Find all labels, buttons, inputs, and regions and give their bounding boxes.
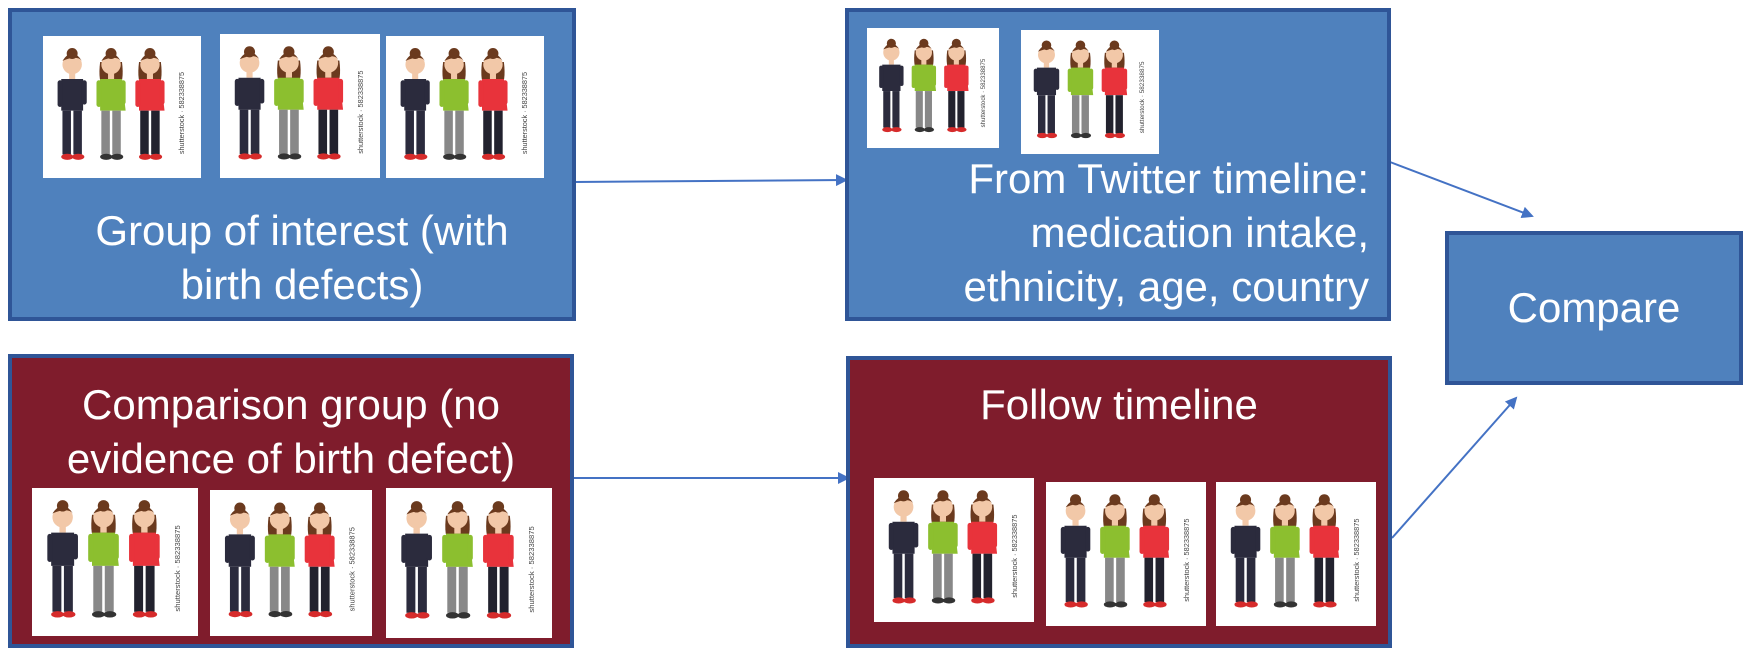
group-of-interest-label: Group of interest (with birth defects)	[95, 207, 509, 308]
twitter-timeline-box: shutterstock · 582338875	[845, 8, 1391, 321]
stock-image: shutterstock · 582338875	[210, 490, 372, 636]
stock-image: shutterstock · 582338875	[386, 488, 552, 638]
svg-text:shutterstock · 582338875: shutterstock · 582338875	[1182, 519, 1191, 602]
stock-image: shutterstock · 582338875	[32, 488, 198, 636]
group-of-interest-box: shutterstock · 582338875	[8, 8, 576, 321]
stock-image: shutterstock · 582338875	[43, 36, 201, 178]
svg-text:shutterstock · 582338875: shutterstock · 582338875	[1139, 61, 1146, 133]
svg-text:shutterstock · 582338875: shutterstock · 582338875	[980, 58, 987, 127]
arrow-twitter-to-compare	[1389, 161, 1534, 219]
twitter-timeline-label-line-1: From Twitter timeline:	[968, 155, 1369, 202]
stock-image: shutterstock · 582338875	[874, 478, 1034, 622]
twitter-timeline-label-line-2: medication intake,	[1030, 209, 1369, 256]
svg-text:shutterstock · 582338875: shutterstock · 582338875	[173, 525, 182, 611]
compare-box: Compare	[1445, 231, 1743, 385]
svg-text:shutterstock · 582338875: shutterstock · 582338875	[1010, 515, 1019, 598]
svg-text:shutterstock · 582338875: shutterstock · 582338875	[520, 72, 529, 154]
stock-image: shutterstock · 582338875	[1216, 482, 1376, 626]
twitter-timeline-label-line-3: ethnicity, age, country	[963, 263, 1369, 310]
comparison-group-box: Comparison group (no evidence of birth d…	[8, 354, 574, 648]
svg-text:shutterstock · 582338875: shutterstock · 582338875	[527, 526, 536, 612]
svg-text:shutterstock · 582338875: shutterstock · 582338875	[1352, 519, 1361, 602]
stock-image: shutterstock · 582338875	[1021, 30, 1159, 154]
arrow-follow-to-compare	[1391, 396, 1518, 539]
svg-text:shutterstock · 582338875: shutterstock · 582338875	[177, 72, 186, 154]
stock-image: shutterstock · 582338875	[867, 28, 999, 148]
comparison-group-label-line-1: Comparison group (no	[82, 381, 500, 428]
stock-image: shutterstock · 582338875	[1046, 482, 1206, 626]
comparison-group-label-line-2: evidence of birth defect)	[66, 435, 516, 482]
svg-text:shutterstock · 582338875: shutterstock · 582338875	[348, 527, 357, 611]
svg-text:shutterstock · 582338875: shutterstock · 582338875	[356, 71, 365, 154]
stock-image: shutterstock · 582338875	[386, 36, 544, 178]
follow-timeline-label: Follow timeline	[980, 381, 1258, 428]
arrow-interest-to-twitter	[573, 174, 848, 187]
compare-label: Compare	[1507, 284, 1681, 331]
stock-image: shutterstock · 582338875	[220, 34, 380, 178]
follow-timeline-box: Follow timeline	[846, 356, 1392, 648]
